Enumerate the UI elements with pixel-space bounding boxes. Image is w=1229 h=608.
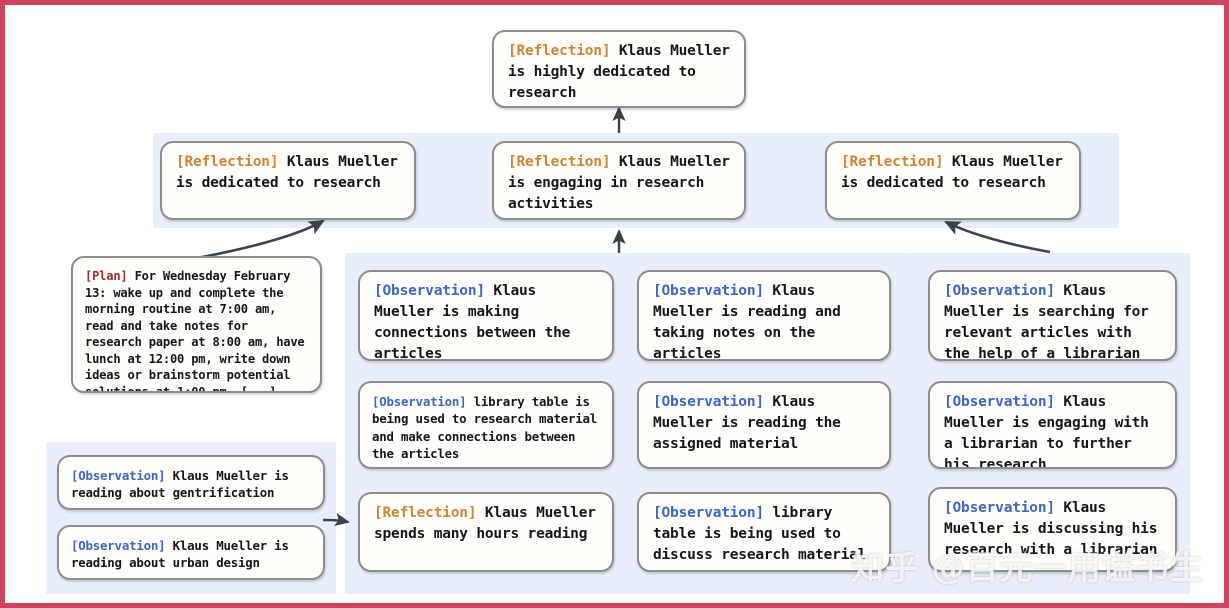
node-tag: [Reflection] [508, 154, 611, 170]
node-text: Klaus Mueller is reading and taking note… [653, 283, 841, 361]
node-tag: [Observation] [372, 394, 467, 409]
node-tag: [Observation] [944, 394, 1055, 410]
node-tag: [Observation] [653, 394, 764, 410]
node-text: Klaus Mueller is reading about urban des… [71, 538, 289, 571]
node-column-one-item-2[interactable]: [Observation] library table is being use… [358, 381, 614, 469]
node-tag: [Plan] [85, 269, 128, 283]
node-reflection-left[interactable]: [Reflection] Klaus Mueller is dedicated … [160, 141, 416, 220]
node-tag: [Observation] [374, 283, 485, 299]
node-left-observation-2[interactable]: [Observation] Klaus Mueller is reading a… [57, 525, 325, 580]
node-text: Klaus Mueller is engaging with a librari… [944, 394, 1149, 469]
node-column-one-item-1[interactable]: [Observation] Klaus Mueller is making co… [358, 270, 614, 361]
node-tag: [Observation] [653, 505, 764, 521]
node-tag: [Reflection] [508, 43, 611, 59]
node-text: library table is being used to discuss r… [653, 505, 867, 564]
node-tag: [Reflection] [841, 154, 944, 170]
node-column-two-item-1[interactable]: [Observation] Klaus Mueller is reading a… [637, 270, 891, 361]
node-text: library table is being used to research … [372, 394, 598, 462]
node-text: Klaus Mueller is making connections betw… [374, 283, 571, 361]
node-reflection-middle[interactable]: [Reflection] Klaus Mueller is engaging i… [492, 141, 746, 220]
node-root-reflection[interactable]: [Reflection] Klaus Mueller is highly ded… [492, 30, 746, 108]
node-column-three-item-2[interactable]: [Observation] Klaus Mueller is engaging … [928, 381, 1177, 469]
node-text: Klaus Mueller is dedicated to research [841, 154, 1063, 192]
node-tag: [Observation] [944, 283, 1055, 299]
node-text: For Wednesday February 13: wake up and c… [85, 269, 305, 393]
node-tag: [Reflection] [374, 505, 477, 521]
node-tag: [Reflection] [176, 154, 279, 170]
node-tag: [Observation] [944, 500, 1055, 516]
node-tag: [Observation] [653, 283, 764, 299]
node-reflection-right[interactable]: [Reflection] Klaus Mueller is dedicated … [825, 141, 1081, 220]
node-column-two-item-3[interactable]: [Observation] library table is being use… [637, 492, 891, 572]
node-column-three-item-1[interactable]: [Observation] Klaus Mueller is searching… [928, 270, 1177, 361]
node-column-three-item-3[interactable]: [Observation] Klaus Mueller is discussin… [928, 487, 1177, 572]
node-text: Klaus Mueller is reading the assigned ma… [653, 394, 841, 453]
node-tag: [Observation] [71, 468, 166, 483]
node-text: Klaus Mueller is engaging in research ac… [508, 154, 730, 213]
node-text: Klaus Mueller is highly dedicated to res… [508, 43, 730, 102]
node-text: Klaus Mueller spends many hours reading [374, 505, 596, 543]
node-column-two-item-2[interactable]: [Observation] Klaus Mueller is reading t… [637, 381, 891, 469]
node-text: Klaus Mueller is reading about gentrific… [71, 468, 289, 501]
node-text: Klaus Mueller is searching for relevant … [944, 283, 1149, 361]
node-column-one-item-3[interactable]: [Reflection] Klaus Mueller spends many h… [358, 492, 614, 572]
node-text: Klaus Mueller is dedicated to research [176, 154, 398, 192]
node-plan[interactable]: [Plan] For Wednesday February 13: wake u… [71, 256, 322, 393]
node-tag: [Observation] [71, 538, 166, 553]
node-left-observation-1[interactable]: [Observation] Klaus Mueller is reading a… [57, 455, 325, 510]
node-text: Klaus Mueller is discussing his research… [944, 500, 1158, 559]
